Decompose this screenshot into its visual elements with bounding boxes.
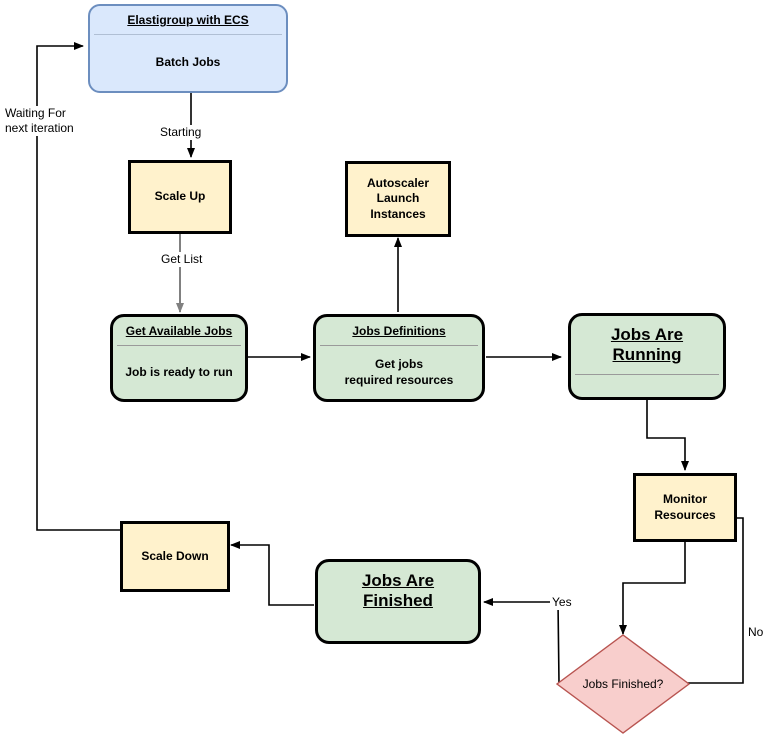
node-body: Jobs Finished?	[582, 677, 664, 691]
node-title: Get Available Jobs	[125, 324, 233, 338]
node-body: Batch Jobs	[155, 55, 221, 70]
edge-monitor-resources-to-decision	[619, 542, 686, 635]
node-body	[318, 620, 478, 641]
node-title: Jobs Definitions	[352, 324, 446, 338]
node-scale-down[interactable]: Scale Down	[120, 521, 230, 592]
node-get-available-jobs[interactable]: Get Available Jobs Job is ready to run	[110, 314, 248, 402]
node-body	[571, 375, 723, 397]
node-body: Autoscaler Launch Instances	[366, 175, 430, 221]
node-jobs-are-finished[interactable]: Jobs Are Finished	[315, 559, 481, 644]
node-scale-up[interactable]: Scale Up	[128, 160, 232, 234]
node-monitor-resources[interactable]: Monitor Resources	[633, 473, 737, 542]
node-jobs-definitions[interactable]: Jobs Definitions Get jobs required resou…	[313, 314, 485, 402]
edge-jobs-running-to-monitor-resources	[646, 400, 689, 471]
node-autoscaler-launch-instances[interactable]: Autoscaler Launch Instances	[345, 161, 451, 237]
edge-decision-no-to-monitor-resources	[687, 514, 744, 684]
edge-label-waiting-for-next-iteration: Waiting For next iteration	[3, 106, 76, 136]
node-body: Get jobs required resources	[344, 356, 454, 387]
node-jobs-finished-decision[interactable]: Jobs Finished?	[555, 634, 691, 734]
node-title: Jobs Are Finished	[361, 571, 435, 611]
node-body: Job is ready to run	[125, 364, 233, 379]
edge-jobs-are-finished-to-scale-down	[230, 541, 314, 606]
node-title: Jobs Are Running	[610, 325, 684, 365]
node-divider	[94, 34, 282, 35]
node-body: Monitor Resources	[654, 491, 716, 522]
diamond-shape	[555, 634, 691, 734]
node-body: Scale Down	[141, 548, 209, 563]
edge-decision-yes-to-jobs-are-finished	[483, 598, 560, 684]
node-elastigroup-with-ecs[interactable]: Elastigroup with ECS Batch Jobs	[88, 4, 288, 93]
node-jobs-are-running[interactable]: Jobs Are Running	[568, 313, 726, 400]
node-divider	[117, 345, 241, 346]
node-divider	[575, 373, 719, 375]
edge-label-get-list: Get List	[159, 252, 205, 267]
edge-label-yes: Yes	[550, 595, 574, 610]
edge-label-no: No	[746, 625, 766, 640]
edge-label-starting: Starting	[158, 125, 204, 140]
node-title: Elastigroup with ECS	[127, 13, 249, 27]
node-divider	[320, 345, 478, 346]
node-body: Scale Up	[154, 189, 206, 204]
